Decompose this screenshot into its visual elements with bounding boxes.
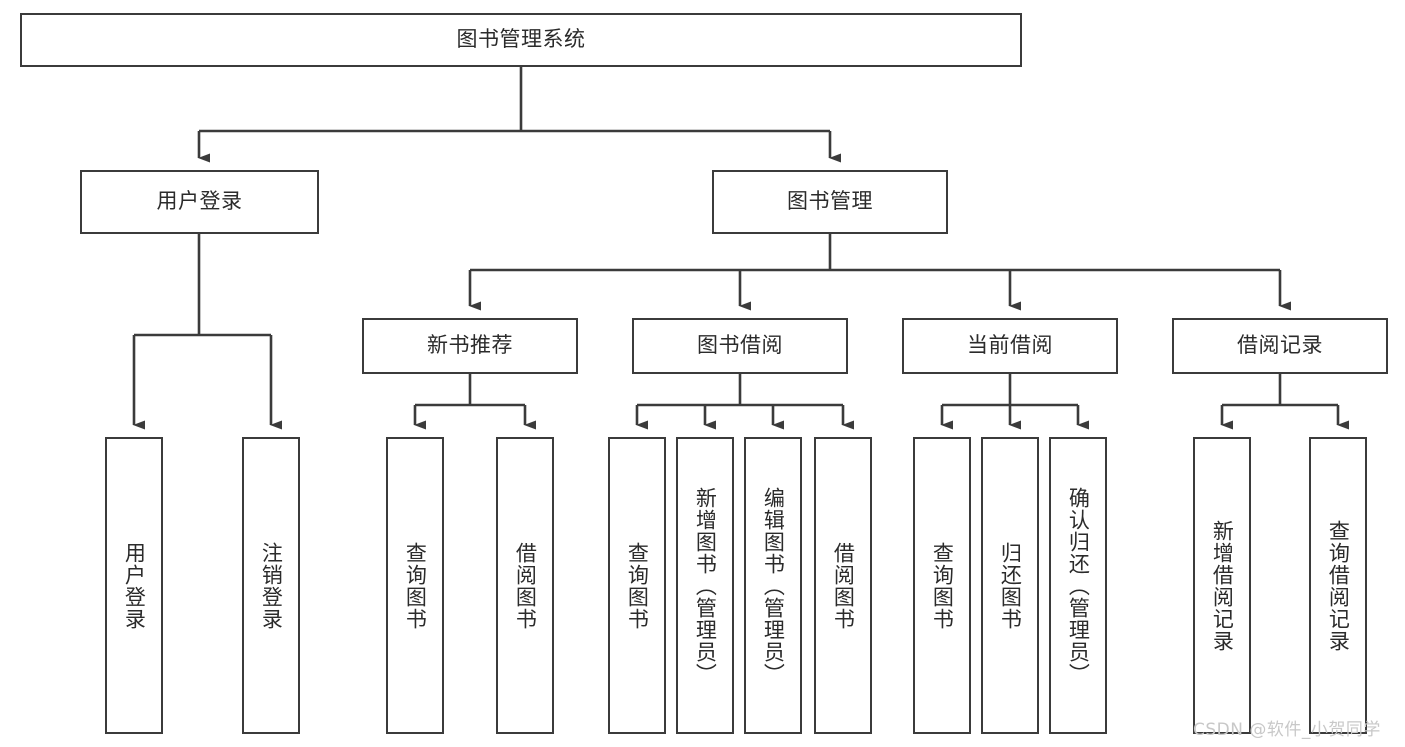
leaf-label: 注销登录 bbox=[259, 541, 284, 630]
node-label: 图书管理系统 bbox=[456, 27, 586, 52]
leaf-label: 查询图书 bbox=[930, 541, 955, 630]
leaf-query-book-borrow[interactable]: 查询图书 bbox=[608, 437, 666, 734]
node-book-management[interactable]: 图书管理 bbox=[712, 170, 948, 234]
node-label: 当前借阅 bbox=[967, 333, 1053, 358]
leaf-user-login[interactable]: 用户登录 bbox=[105, 437, 163, 734]
leaf-label: 借阅图书 bbox=[513, 541, 538, 630]
leaf-query-book-current[interactable]: 查询图书 bbox=[913, 437, 971, 734]
node-new-book-recommend[interactable]: 新书推荐 bbox=[362, 318, 578, 374]
leaf-label: 归还图书 bbox=[998, 541, 1023, 630]
leaf-label: 用户登录 bbox=[122, 541, 147, 630]
node-borrow-record[interactable]: 借阅记录 bbox=[1172, 318, 1388, 374]
leaf-confirm-return-admin[interactable]: 确认归还（管理员） bbox=[1049, 437, 1107, 734]
node-user-login[interactable]: 用户登录 bbox=[80, 170, 319, 234]
leaf-label: 确认归还（管理员） bbox=[1066, 486, 1091, 685]
leaf-label: 查询图书 bbox=[403, 541, 428, 630]
node-root-system[interactable]: 图书管理系统 bbox=[20, 13, 1022, 67]
node-label: 图书借阅 bbox=[697, 333, 783, 358]
node-book-borrow[interactable]: 图书借阅 bbox=[632, 318, 848, 374]
node-label: 新书推荐 bbox=[427, 333, 513, 358]
leaf-logout[interactable]: 注销登录 bbox=[242, 437, 300, 734]
leaf-borrow-book[interactable]: 借阅图书 bbox=[814, 437, 872, 734]
leaf-borrow-book-recommend[interactable]: 借阅图书 bbox=[496, 437, 554, 734]
leaf-edit-book-admin[interactable]: 编辑图书（管理员） bbox=[744, 437, 802, 734]
leaf-add-book-admin[interactable]: 新增图书（管理员） bbox=[676, 437, 734, 734]
leaf-label: 查询图书 bbox=[625, 541, 650, 630]
leaf-query-book-recommend[interactable]: 查询图书 bbox=[386, 437, 444, 734]
leaf-return-book[interactable]: 归还图书 bbox=[981, 437, 1039, 734]
node-current-borrow[interactable]: 当前借阅 bbox=[902, 318, 1118, 374]
node-label: 图书管理 bbox=[787, 189, 873, 214]
leaf-label: 新增借阅记录 bbox=[1210, 519, 1235, 652]
leaf-label: 借阅图书 bbox=[831, 541, 856, 630]
node-label: 借阅记录 bbox=[1237, 333, 1323, 358]
leaf-label: 查询借阅记录 bbox=[1326, 519, 1351, 652]
leaf-label: 编辑图书（管理员） bbox=[761, 486, 786, 685]
leaf-add-borrow-record[interactable]: 新增借阅记录 bbox=[1193, 437, 1251, 734]
node-label: 用户登录 bbox=[156, 189, 243, 214]
leaf-query-borrow-record[interactable]: 查询借阅记录 bbox=[1309, 437, 1367, 734]
leaf-label: 新增图书（管理员） bbox=[693, 486, 718, 685]
